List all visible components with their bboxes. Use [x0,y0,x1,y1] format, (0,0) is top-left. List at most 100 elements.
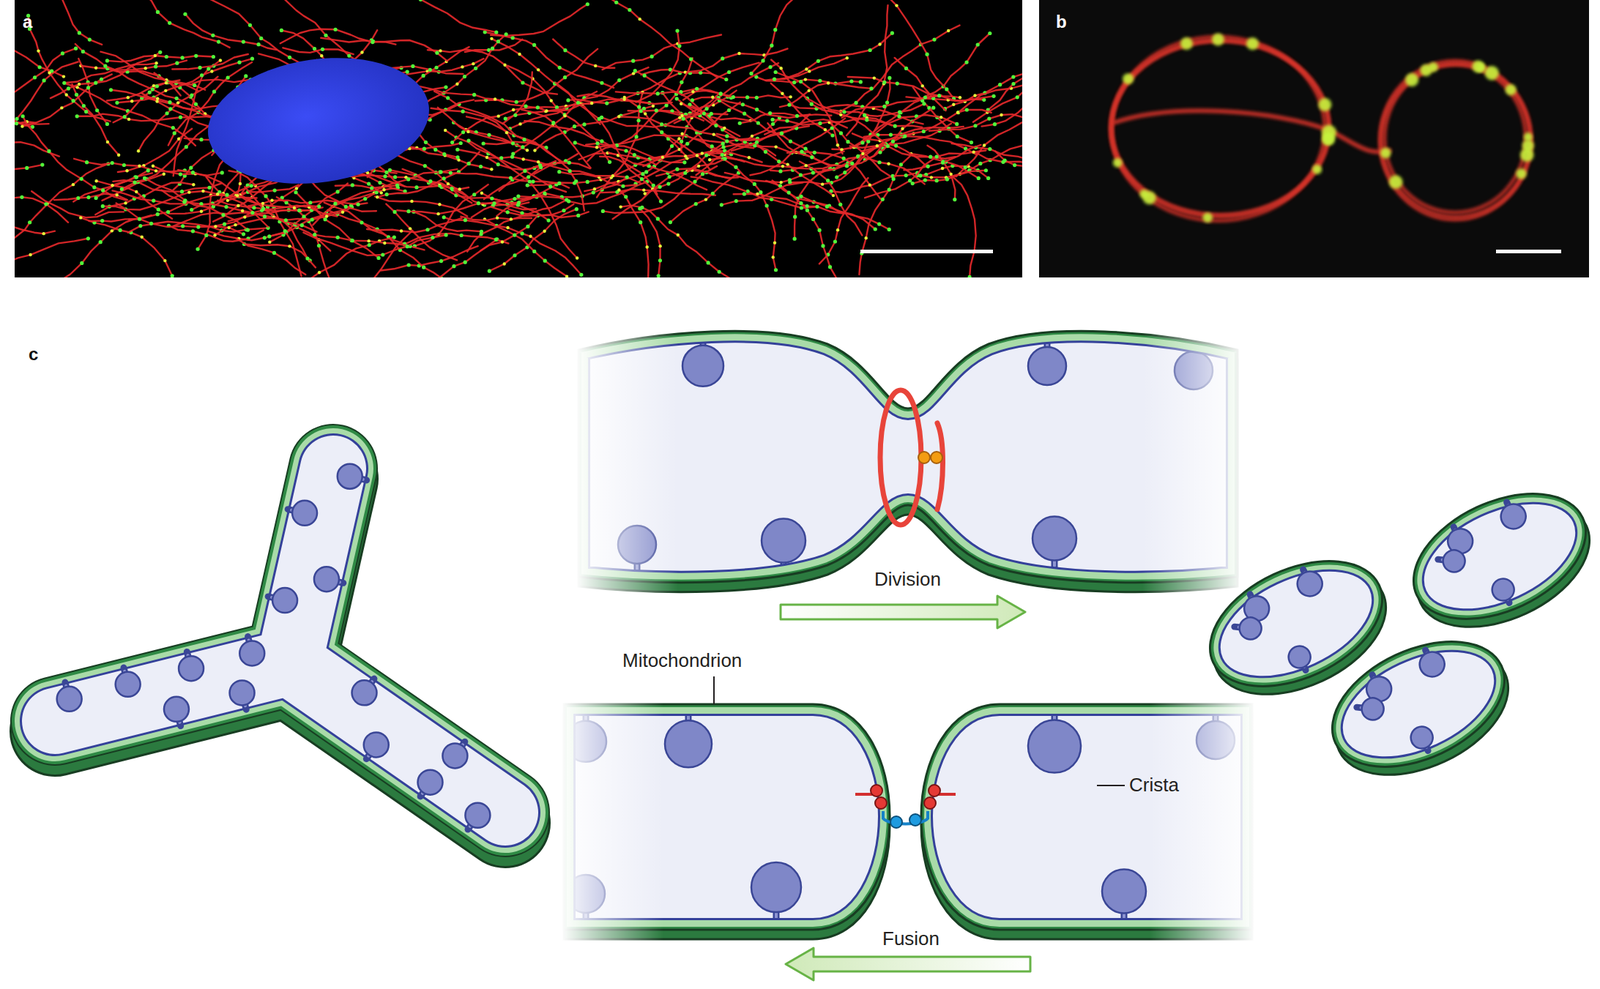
nucleoid-dot [163,259,167,263]
nucleoid-dot [287,55,292,60]
nucleoid-dot [702,112,706,116]
nucleoid-dot [998,82,1002,87]
mitochondrion-filament [490,4,588,36]
nucleoid-dot [370,40,375,44]
mitochondrion-filament [981,37,1023,126]
crista [1102,869,1146,914]
outer-membrane [54,468,506,813]
nucleoid-dot [637,206,642,211]
nucleoid-dot [572,124,577,129]
nucleoid-dot [724,134,729,138]
nucleoid-dot [167,21,172,25]
nucleoid-dot [1389,175,1404,189]
nucleoid-dot [675,96,679,101]
nucleoid-dot [1505,84,1517,96]
nucleoid-dot [520,80,525,85]
nucleoid-dot [1515,168,1527,179]
nucleoid-dot [666,181,671,186]
nucleoid-dot [921,101,926,106]
nucleoid-dot [189,92,194,97]
nucleoid-dot [137,217,142,222]
nucleoid-dot [481,141,486,145]
nucleoid-dot [795,114,799,118]
nucleoid-dot [597,117,602,121]
nucleoid-dot [192,83,197,88]
nucleoid-dot [486,133,491,137]
nucleoid-dot [724,139,729,143]
mitochondrion-filament [618,116,754,148]
mitochondrion-filament [973,51,1023,122]
nucleoid-dot [712,132,716,136]
mitochondrion-filament [404,233,509,245]
mitochondrion-filament [468,140,578,259]
nucleoid-dot [222,222,227,227]
nucleoid-dot [976,42,980,47]
nucleoid-dot [853,101,858,105]
nucleoid-dot [711,95,714,99]
nucleoid-dot [793,237,797,241]
nucleoid-dot [301,214,306,219]
nucleoid-dot [388,168,392,173]
nucleoid-dot [73,46,78,51]
nucleoid-dot [536,68,540,72]
nucleoid-dot [638,17,642,21]
nucleoid-dot [446,182,450,186]
nucleoid-dot [74,92,79,97]
mitochondrion-filament [75,43,201,110]
crista [164,697,189,723]
nucleoid-dot [614,0,619,5]
outer-membrane [54,468,506,813]
nucleoid-dot [176,101,180,104]
nucleoid-dot [931,106,936,110]
mitochondrion-ring [1384,64,1527,213]
nucleoid-dot [617,78,621,83]
mitochondrion-filament [440,172,569,189]
nucleoid-dot [820,182,824,186]
nucleoid-dot [899,162,903,167]
nucleoid-dot [24,166,29,170]
nucleoid-dot [991,94,996,99]
nucleoid-dot [585,2,590,6]
nucleoid-dot [236,204,240,208]
nucleoid-dot [768,111,772,115]
nucleoid-dot [812,150,817,155]
nucleoid-dot [213,224,217,228]
nucleoid-dot [494,30,498,34]
nucleoid-dot [463,260,468,265]
mitochondrion-filament [14,191,69,223]
nucleoid-dot [756,120,761,125]
nucleoid-dot [956,110,960,114]
nucleoid-dot [155,84,159,88]
nucleoid-dot [235,194,239,197]
nucleoid-dot [284,200,289,205]
nucleoid-dot [752,182,757,186]
intermembrane-space [54,468,506,813]
nucleoid-dot [410,64,415,69]
branched-mitochondrion [54,464,506,830]
nucleoid-dot [897,109,902,114]
nucleoid-dot [880,197,885,202]
crista [1028,347,1067,386]
nucleoid-dot [503,63,506,67]
nucleoid-dot [1471,60,1485,74]
nucleoid-dot [869,86,873,91]
mitochondrion-filament [14,159,55,234]
nucleoid-dot [295,186,299,190]
nucleoid-dot [644,169,649,174]
nucleoid-dot [212,90,217,94]
mitochondrion-filament [880,0,955,99]
nucleoid-dot [62,81,66,85]
nucleoid-dot [406,177,411,181]
nucleoid-dot [849,79,854,83]
nucleoid-dot [460,65,464,69]
nucleoid-dot [322,217,327,222]
nucleoid-dot [153,64,158,69]
mitochondrion-filament [427,49,558,95]
nucleoid-dot [836,143,840,147]
mitochondrion-filament [537,99,672,112]
nucleoid-dot [722,144,726,149]
mitochondrial-network [14,0,1023,278]
nucleoid-dot [885,100,889,104]
nucleoid-dot [872,76,876,80]
